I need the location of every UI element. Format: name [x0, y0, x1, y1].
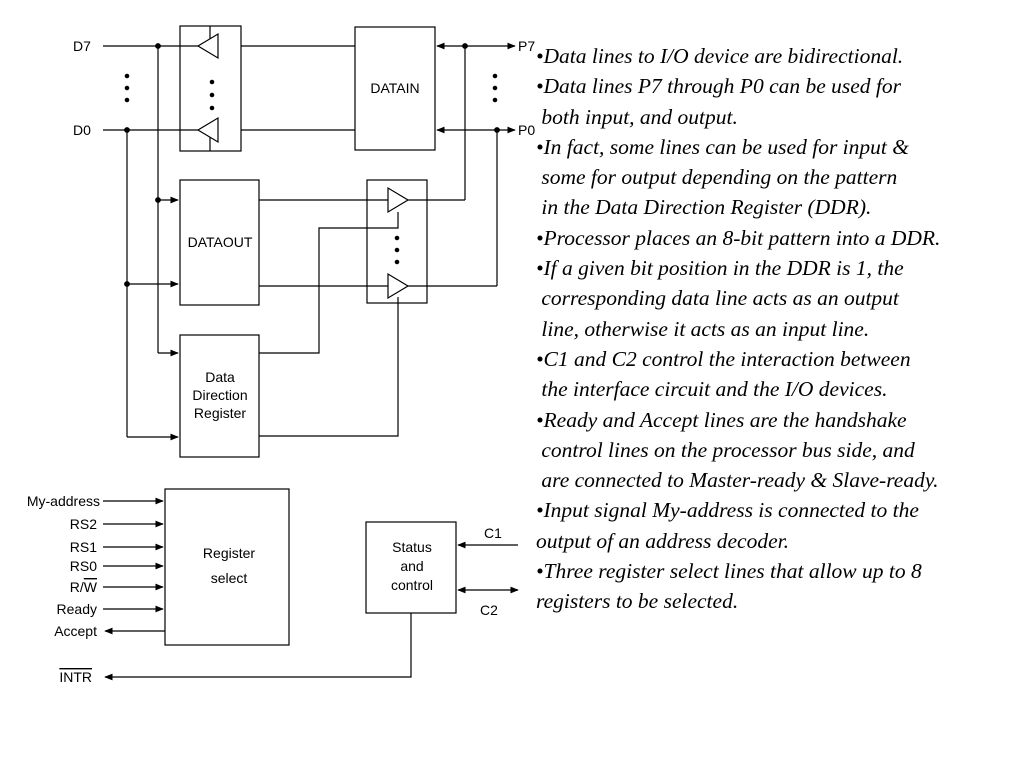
- rw-label-prefix: R/: [70, 579, 84, 595]
- status-label-line1: Status: [392, 539, 432, 555]
- ddr-label-line2: Direction: [192, 387, 247, 403]
- datain-label: DATAIN: [370, 80, 419, 96]
- vertical-ellipsis-bus: [124, 73, 130, 79]
- note-line: •Input signal My-address is connected to…: [536, 498, 919, 523]
- note-line: the interface circuit and the I/O device…: [536, 377, 888, 402]
- datain-register: [354, 26, 436, 151]
- note-line: •If a given bit position in the DDR is 1…: [536, 256, 904, 281]
- c2-label: C2: [480, 602, 498, 618]
- c1-label: C1: [484, 525, 502, 541]
- input-buffer-group: [179, 25, 242, 152]
- note-line: are connected to Master-ready & Slave-re…: [536, 468, 939, 493]
- register-select-label-line2: select: [211, 570, 248, 586]
- my-address-label: My-address: [27, 493, 100, 509]
- note-line: control lines on the processor bus side,…: [536, 437, 915, 462]
- p0-label: P0: [518, 122, 535, 138]
- note-line: •Data lines P7 through P0 can be used fo…: [536, 74, 902, 99]
- note-line: •Data lines to I/O device are bidirectio…: [536, 44, 904, 68]
- status-label-line2: and: [400, 558, 423, 574]
- note-line: •Three register select lines that allow …: [536, 559, 922, 584]
- data-direction-register: [179, 334, 260, 458]
- output-buffer-p0: [387, 272, 410, 300]
- dataout-label: DATAOUT: [188, 234, 253, 250]
- status-label-line3: control: [391, 577, 433, 593]
- d7-label: D7: [73, 38, 91, 54]
- note-line: •Ready and Accept lines are the handshak…: [536, 407, 907, 432]
- note-line: in the Data Direction Register (DDR).: [536, 195, 872, 220]
- intr-label: INTR: [59, 669, 92, 685]
- note-line: both input, and output.: [536, 104, 738, 129]
- note-line: •C1 and C2 control the interaction betwe…: [536, 346, 911, 371]
- accept-label: Accept: [54, 623, 97, 639]
- note-line: some for output depending on the pattern: [536, 165, 898, 190]
- output-buffer-group: [366, 179, 428, 304]
- note-line: line, otherwise it acts as an input line…: [536, 316, 870, 341]
- vertical-ellipsis-buffers: [209, 79, 215, 85]
- note-line: •Processor places an 8-bit pattern into …: [536, 225, 941, 250]
- p7-label: P7: [518, 38, 535, 54]
- note-line: output of an address decoder.: [536, 528, 790, 553]
- rw-label-bar: W: [84, 579, 98, 595]
- vertical-ellipsis-ports: [492, 73, 498, 79]
- ready-label: Ready: [57, 601, 97, 617]
- vertical-ellipsis-outputs: [394, 235, 400, 241]
- d0-label: D0: [73, 122, 91, 138]
- ddr-label-line1: Data: [205, 369, 235, 385]
- output-buffer-p7: [387, 186, 410, 214]
- note-line: registers to be selected.: [536, 589, 739, 614]
- register-select-label-line1: Register: [203, 545, 255, 561]
- input-buffer-d7: [196, 32, 219, 60]
- rs2-label: RS2: [70, 516, 97, 532]
- input-buffer-d0: [196, 116, 219, 144]
- intr-line: [104, 613, 412, 681]
- note-line: corresponding data line acts as an outpu…: [536, 286, 899, 311]
- rs0-label: RS0: [70, 558, 97, 574]
- dataout-register: [179, 179, 260, 306]
- register-select-block: [164, 488, 290, 646]
- rw-label: R/W: [70, 579, 98, 595]
- rs1-label: RS1: [70, 539, 97, 555]
- notes-list: •Data lines to I/O device are bidirectio…: [536, 41, 1024, 617]
- ddr-label-line3: Register: [194, 405, 246, 421]
- note-line: •In fact, some lines can be used for inp…: [536, 134, 909, 159]
